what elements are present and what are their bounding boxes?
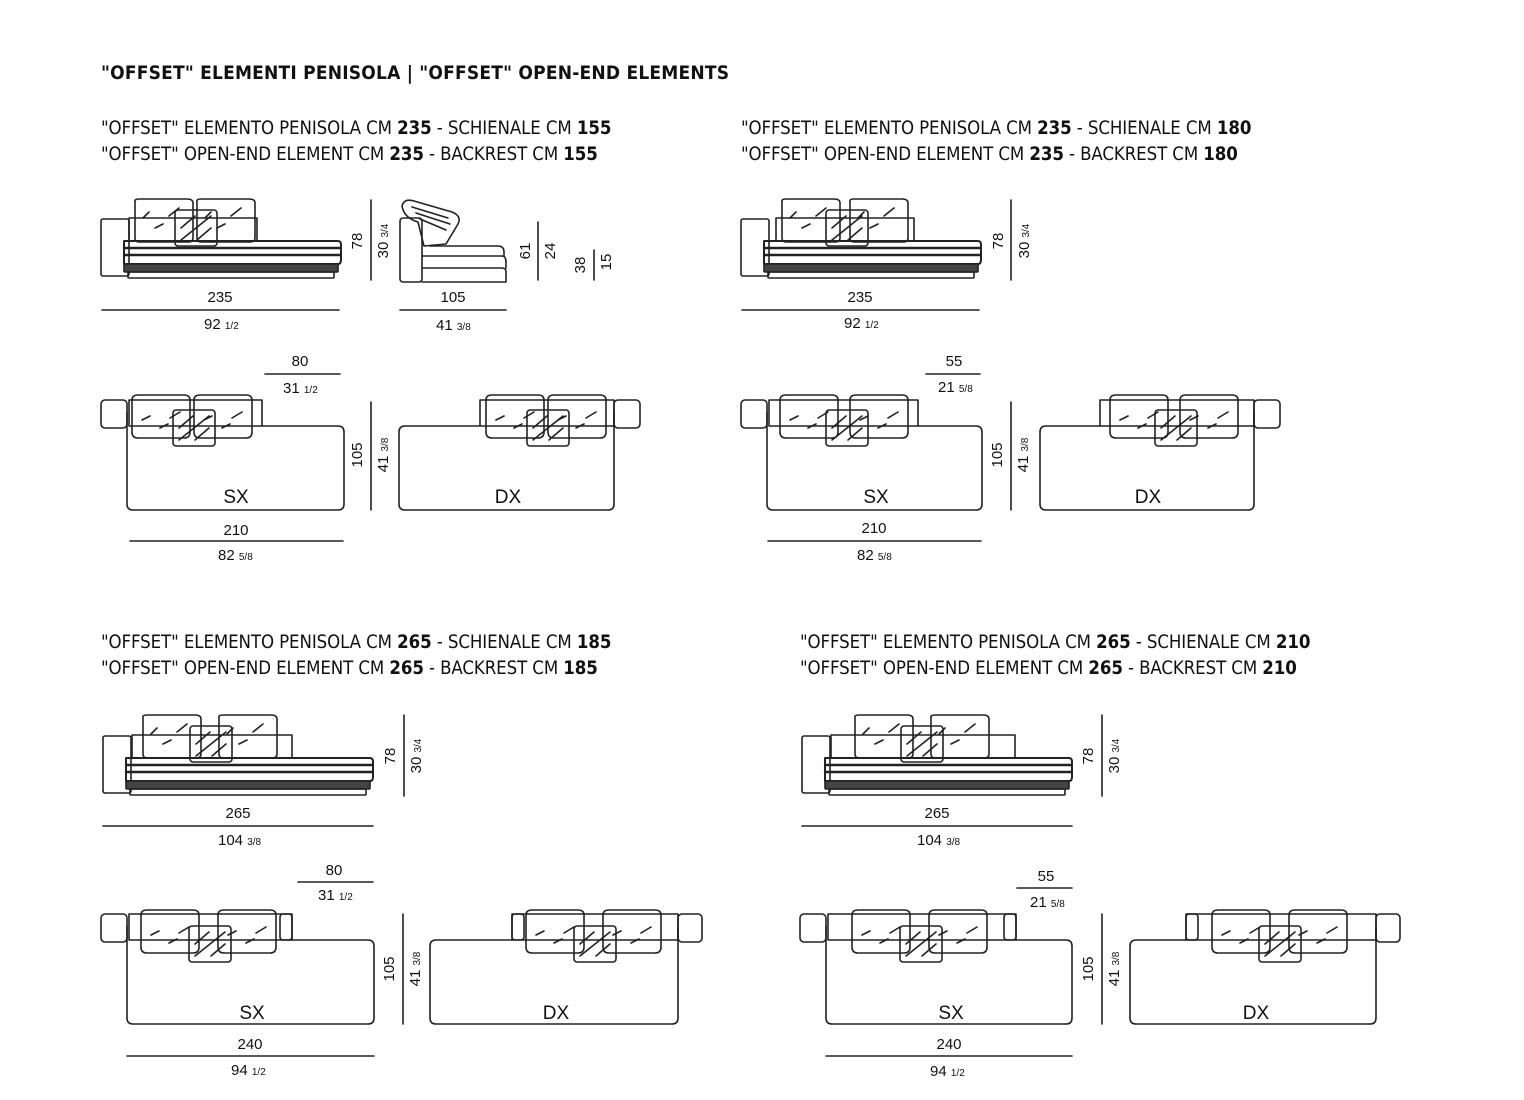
caption-en: "OFFSET" OPEN-END ELEMENT CM 235 - BACKR… [101,144,598,165]
section-3-front-view: 265 104 3/8 78 30 3/4 [102,714,425,849]
dim-seat-height-cm: 61 [517,243,534,260]
dim-back-offset-in: 31 1/2 [318,887,353,904]
dim-height-in: 30 3/4 [1016,223,1033,258]
caption-en: "OFFSET" OPEN-END ELEMENT CM 265 - BACKR… [800,658,1297,679]
dim-plan-depth-in: 41 3/8 [1015,437,1032,472]
caption-it: "OFFSET" ELEMENTO PENISOLA CM 235 - SCHI… [741,118,1252,139]
caption-en: "OFFSET" OPEN-END ELEMENT CM 235 - BACKR… [741,144,1238,165]
dim-side-depth-in: 41 3/8 [436,317,471,334]
dim-plan-width-cm: 240 [237,1036,262,1053]
dim-front-width-in: 92 1/2 [204,316,239,333]
section-4-plan-dx: DX [1129,909,1401,1025]
dim-height-cm: 78 [382,748,399,765]
dim-front-width-in: 92 1/2 [844,315,879,332]
dim-front-width-in: 104 3/8 [917,832,961,849]
dim-height-in: 30 3/4 [1106,738,1123,773]
dim-plan-width-cm: 210 [861,520,886,537]
dim-plan-width-in: 94 1/2 [930,1063,965,1080]
dim-back-offset-in: 31 1/2 [283,380,318,397]
caption-section-1: "OFFSET" ELEMENTO PENISOLA CM 235 - SCHI… [101,116,611,168]
section-1-front-view [100,198,342,279]
dim-back-offset-cm: 55 [1038,868,1055,885]
section-2-front-view: 235 92 1/2 78 30 3/4 [740,198,1033,332]
section-1-plan-dx: DX [398,394,641,511]
dim-plan-depth-cm: 105 [349,442,366,467]
dim-arm-height-cm: 38 [572,257,589,274]
label-dx: DX [1243,1003,1270,1024]
dim-back-offset-cm: 80 [326,862,343,879]
page-title: "OFFSET" ELEMENTI PENISOLA | "OFFSET" OP… [101,62,730,84]
section-1-plan-sx: 80 31 1/2 SX 210 82 5/8 105 41 3/8 [100,353,392,564]
dim-back-offset-in: 21 5/8 [938,379,973,396]
dim-back-offset-in: 21 5/8 [1030,894,1065,911]
section-2-plan-dx: DX [1039,394,1281,511]
dim-plan-depth-cm: 105 [989,442,1006,467]
label-dx: DX [495,487,522,508]
dim-seat-height-in: 24 [542,243,559,260]
section-4-plan-sx: 55 21 5/8 SX 240 94 1/2 105 41 3/8 [799,868,1123,1080]
section-1-front-dims: 235 92 1/2 78 30 3/4 [101,199,392,333]
dim-height-cm: 78 [990,233,1007,250]
label-dx: DX [543,1003,570,1024]
dim-height-in: 30 3/4 [375,223,392,258]
label-sx: SX [239,1003,265,1024]
label-sx: SX [223,487,249,508]
caption-it: "OFFSET" ELEMENTO PENISOLA CM 265 - SCHI… [800,632,1311,653]
label-sx: SX [938,1003,964,1024]
dim-front-width-cm: 235 [847,289,872,306]
caption-section-2: "OFFSET" ELEMENTO PENISOLA CM 235 - SCHI… [741,116,1251,168]
label-dx: DX [1135,487,1162,508]
caption-en: "OFFSET" OPEN-END ELEMENT CM 265 - BACKR… [101,658,598,679]
section-3-plan-dx: DX [429,909,703,1025]
section-2-plan-sx: 55 21 5/8 SX 210 82 5/8 105 41 3/8 [740,353,1032,564]
dim-height-cm: 78 [349,233,366,250]
dim-plan-depth-cm: 105 [1080,956,1097,981]
caption-section-4: "OFFSET" ELEMENTO PENISOLA CM 265 - SCHI… [800,630,1310,682]
dim-plan-depth-in: 41 3/8 [407,951,424,986]
dim-plan-width-cm: 240 [936,1036,961,1053]
dim-plan-width-in: 94 1/2 [231,1062,266,1079]
dim-plan-width-in: 82 5/8 [218,547,253,564]
dim-back-offset-cm: 55 [946,353,963,370]
dim-plan-width-in: 82 5/8 [857,547,892,564]
dim-front-width-cm: 265 [924,805,949,822]
caption-it: "OFFSET" ELEMENTO PENISOLA CM 235 - SCHI… [101,118,612,139]
caption-section-3: "OFFSET" ELEMENTO PENISOLA CM 265 - SCHI… [101,630,611,682]
caption-it: "OFFSET" ELEMENTO PENISOLA CM 265 - SCHI… [101,632,612,653]
dim-front-width-cm: 235 [207,289,232,306]
label-sx: SX [863,487,889,508]
section-4-front-view: 265 104 3/8 78 30 3/4 [801,714,1123,849]
dim-arm-height-in: 15 [598,254,615,271]
dim-front-width-cm: 265 [225,805,250,822]
dim-plan-width-cm: 210 [223,522,248,539]
dim-front-width-in: 104 3/8 [218,832,262,849]
dim-height-cm: 78 [1080,748,1097,765]
dim-plan-depth-cm: 105 [381,956,398,981]
dim-plan-depth-in: 41 3/8 [375,437,392,472]
dim-height-in: 30 3/4 [408,738,425,773]
dim-plan-depth-in: 41 3/8 [1106,951,1123,986]
dim-back-offset-cm: 80 [292,353,309,370]
section-1-side-view: 105 41 3/8 61 24 38 15 [399,199,615,334]
dim-side-depth-cm: 105 [440,289,465,306]
section-3-plan-sx: 80 31 1/2 SX 240 94 1/2 105 41 3/8 [100,862,424,1079]
